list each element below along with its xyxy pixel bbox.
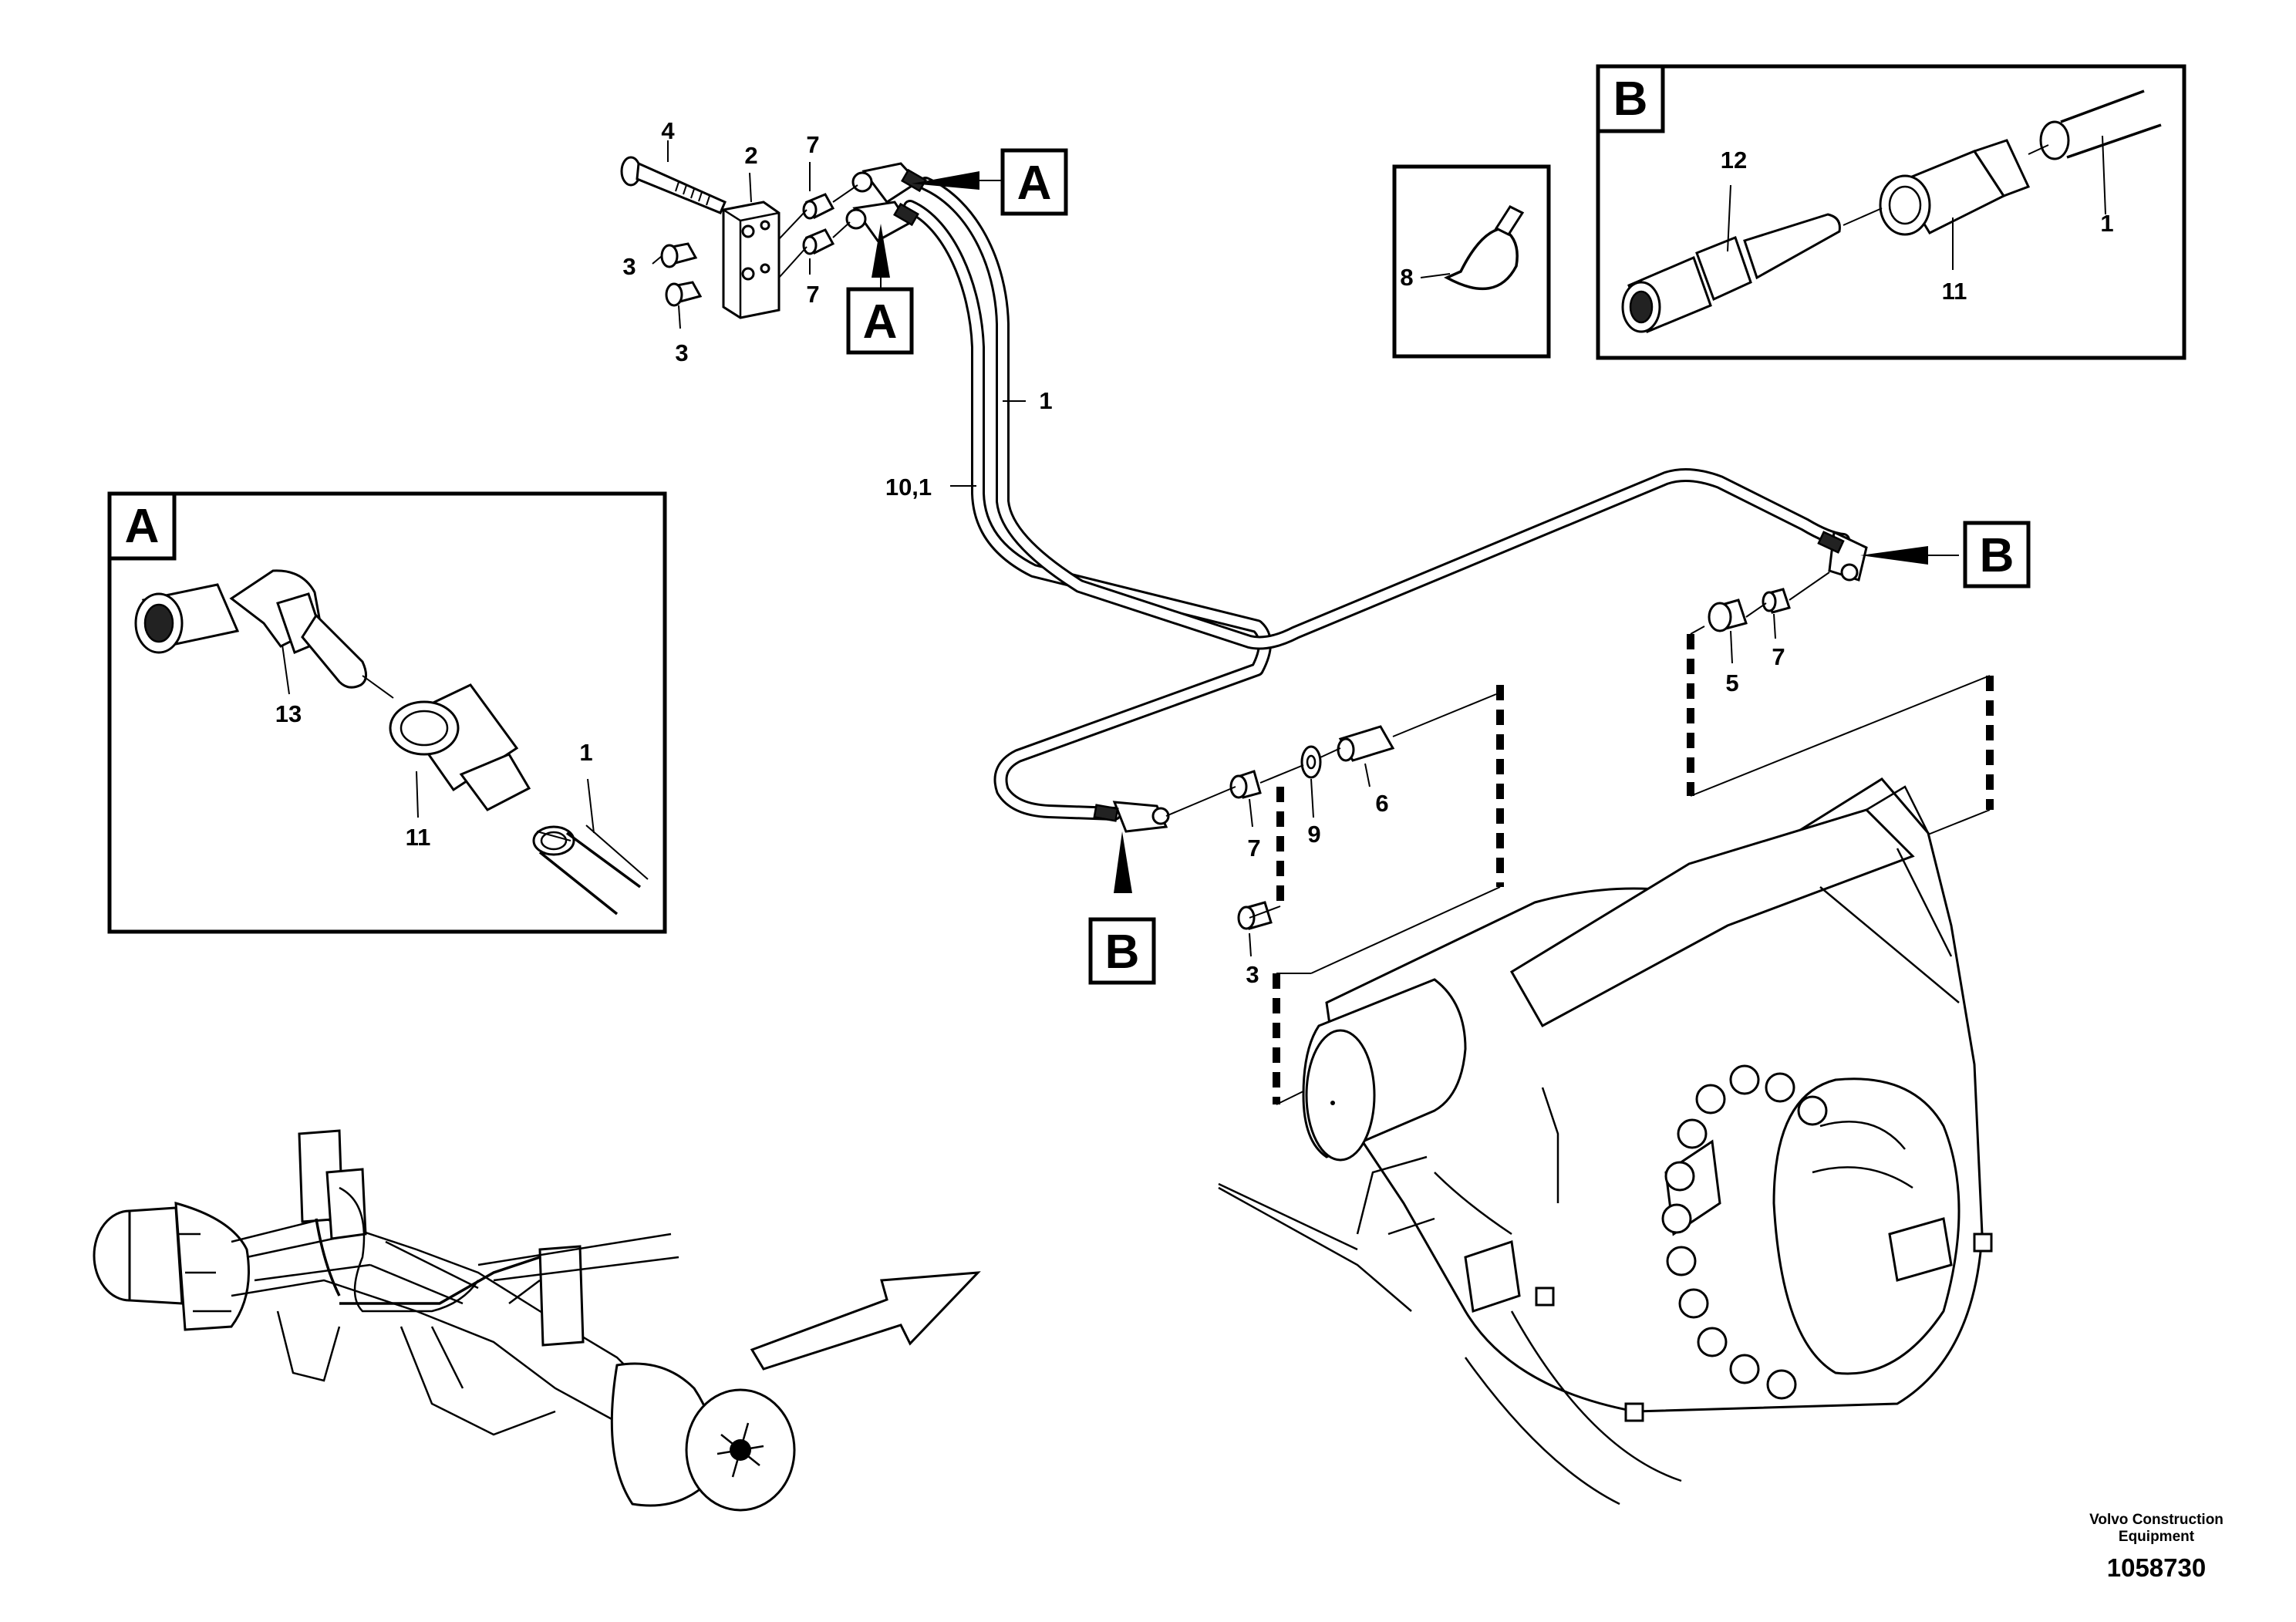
- callout-3-bottom: 3: [1246, 961, 1259, 988]
- callout-7-top: 7: [806, 131, 819, 158]
- callout-11-b: 11: [1942, 278, 1967, 305]
- detail-marker-a-top: A: [1000, 148, 1068, 216]
- letter-a-box: A: [125, 500, 160, 553]
- letter-a-top: A: [1017, 157, 1052, 210]
- callout-9: 9: [1307, 821, 1320, 848]
- callout-5: 5: [1725, 669, 1738, 696]
- letter-b-bottom: B: [1105, 926, 1140, 979]
- direction-arrow-icon: [750, 1271, 981, 1371]
- bolt-4: [620, 156, 727, 214]
- leader-lines: [652, 140, 1959, 893]
- letter-a-mid: A: [863, 295, 898, 349]
- hydraulic-tubes: [845, 162, 1868, 833]
- axle-housing: [1218, 777, 1993, 1506]
- callout-1-a: 1: [579, 739, 592, 766]
- detail-b-panel: [1596, 64, 2186, 360]
- detail-marker-b-bottom: B: [1088, 917, 1156, 985]
- document-number: 1058730: [2107, 1553, 2206, 1582]
- mounting-block: [722, 201, 781, 319]
- footer: Volvo Construction Equipment 1058730: [2089, 1512, 2224, 1582]
- hatched-frames: [1249, 626, 1994, 1105]
- detail-marker-a-mid: A: [846, 287, 914, 355]
- callout-6: 6: [1375, 790, 1388, 817]
- parts-3-6-7-9: [1165, 693, 1497, 957]
- callout-3-lower: 3: [675, 339, 688, 366]
- callout-1-tube: 1: [1039, 387, 1052, 414]
- detail-a-panel: [107, 491, 667, 934]
- detail-marker-b-right: B: [1963, 521, 2031, 588]
- bolt-ring: [1661, 1064, 1828, 1400]
- callout-13: 13: [275, 700, 302, 727]
- thread-lines: [778, 184, 858, 278]
- callout-3-left: 3: [622, 253, 636, 280]
- callout-8: 8: [1400, 264, 1413, 291]
- parts-5-7: [1708, 572, 1830, 664]
- axle-overview: [93, 1129, 796, 1512]
- callout-12: 12: [1721, 147, 1747, 174]
- plugs-3-top: [660, 242, 703, 307]
- company-name-line2: Equipment: [2119, 1529, 2195, 1545]
- callouts: 4 2 7 7 3 3 1 10,1 8 12 11 1 13 11 1 5 7…: [275, 117, 2114, 988]
- callout-2: 2: [744, 142, 757, 169]
- cable-tie-panel: [1392, 164, 1551, 359]
- callout-7-upper: 7: [806, 281, 819, 308]
- unions-7-top: [802, 193, 835, 255]
- letter-b-box: B: [1613, 73, 1648, 126]
- callout-1-b: 1: [2100, 210, 2113, 237]
- callout-10-1: 10,1: [885, 474, 932, 501]
- callout-11-a: 11: [406, 824, 431, 851]
- company-name-line1: Volvo Construction: [2089, 1512, 2224, 1528]
- letter-b-right: B: [1980, 529, 2014, 582]
- callout-4: 4: [661, 117, 675, 144]
- callout-7-right: 7: [1772, 643, 1785, 670]
- callout-7-bottom: 7: [1247, 835, 1260, 862]
